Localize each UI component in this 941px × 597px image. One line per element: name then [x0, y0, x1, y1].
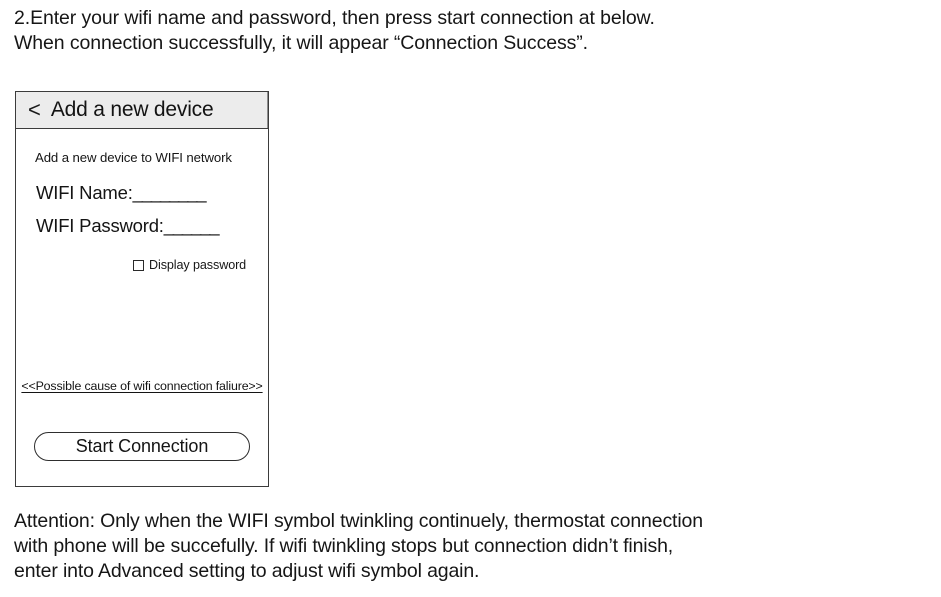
device-screen-mockup: < Add a new device Add a new device to W…: [15, 91, 269, 487]
display-password-row[interactable]: Display password: [133, 258, 246, 272]
checkbox-icon[interactable]: [133, 259, 144, 271]
wifi-name-input[interactable]: ________: [132, 182, 207, 203]
top-instruction-line-1: 2.Enter your wifi name and password, the…: [14, 7, 655, 29]
top-instruction-paragraph: 2.Enter your wifi name and password, the…: [14, 6, 924, 56]
app-header-bar: < Add a new device: [16, 92, 268, 129]
wifi-password-field-row[interactable]: WIFI Password:______: [36, 215, 220, 237]
bottom-instruction-line-1: Attention: Only when the WIFI symbol twi…: [14, 510, 703, 532]
bottom-attention-paragraph: Attention: Only when the WIFI symbol twi…: [14, 509, 934, 584]
bottom-instruction-line-3: enter into Advanced setting to adjust wi…: [14, 560, 480, 582]
possible-cause-link[interactable]: <<Possible cause of wifi connection fali…: [21, 379, 263, 393]
page-title: Add a new device: [50, 98, 214, 121]
top-instruction-line-2: When connection successfully, it will ap…: [14, 32, 588, 54]
wifi-password-input[interactable]: ______: [163, 215, 220, 236]
app-body: Add a new device to WIFI network WIFI Na…: [16, 129, 268, 486]
wifi-password-label: WIFI Password:: [36, 215, 164, 236]
wifi-name-label: WIFI Name:: [36, 182, 133, 203]
start-connection-button[interactable]: Start Connection: [34, 432, 250, 461]
app-subtitle: Add a new device to WIFI network: [35, 150, 232, 165]
wifi-name-field-row[interactable]: WIFI Name:________: [36, 182, 207, 204]
bottom-instruction-line-2: with phone will be succefully. If wifi t…: [14, 535, 674, 557]
back-chevron-icon[interactable]: <: [28, 97, 41, 122]
display-password-label: Display password: [149, 258, 247, 272]
start-connection-button-label: Start Connection: [75, 436, 209, 456]
